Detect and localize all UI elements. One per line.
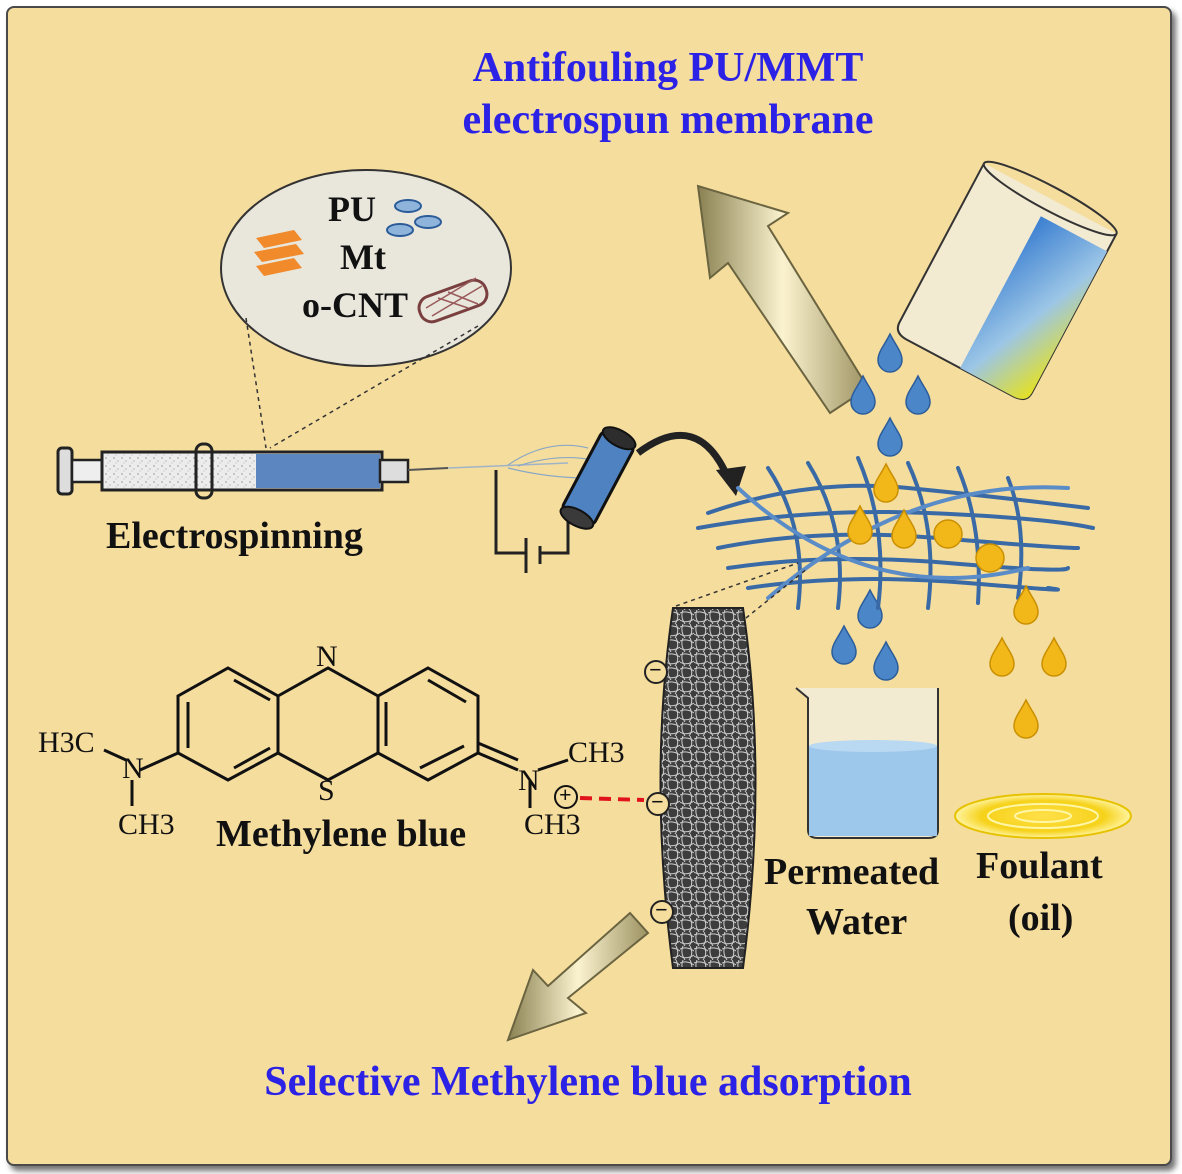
positive-charge <box>554 785 578 809</box>
figure-frame: Antifouling PU/MMT electrospun membrane … <box>6 6 1172 1166</box>
atom-n-left: N <box>122 752 144 785</box>
ionic-interaction-line <box>579 796 645 802</box>
atom-n-top: N <box>316 640 338 673</box>
atom-n-right: N <box>518 764 540 797</box>
oil-drops-falling <box>989 585 1067 739</box>
inset-label-mt: Mt <box>340 237 386 277</box>
illustration <box>56 160 1132 1042</box>
pouring-beaker-icon <box>896 160 1118 401</box>
permeated-label-2: Water <box>806 901 908 943</box>
up-arrow-icon <box>696 184 870 415</box>
power-supply-circuit <box>494 470 570 573</box>
methylene-blue-structure <box>103 666 569 808</box>
title-line-1: Antifouling PU/MMT <box>472 45 864 91</box>
nanotube-icon <box>417 277 489 324</box>
atom-s: S <box>318 774 335 807</box>
clay-layers-icon <box>254 230 304 276</box>
negative-charge-sign-2: − <box>651 789 664 814</box>
membrane-cross-section <box>659 562 809 969</box>
bottom-title: Selective Methylene blue adsorption <box>264 1059 912 1105</box>
group-ch3-right-top: CH3 <box>568 736 625 769</box>
positive-charge-sign: + <box>559 782 572 807</box>
collector-icon <box>559 426 746 530</box>
down-arrow-icon <box>506 911 650 1042</box>
oil-drops-on-membrane <box>847 463 1005 573</box>
inset-label-pu: PU <box>328 189 376 229</box>
electrospinning-label: Electrospinning <box>106 515 363 557</box>
negative-charge-sign-1: − <box>649 657 662 682</box>
negative-charge-sign-3: − <box>655 897 668 922</box>
material-inset <box>220 169 512 449</box>
fiber-membrane-icon <box>696 456 1095 610</box>
methylene-blue-label: Methylene blue <box>216 813 467 855</box>
oil-puddle-icon <box>954 793 1132 839</box>
permeated-label-1: Permeated <box>764 851 940 893</box>
foulant-label-1: Foulant <box>976 845 1103 887</box>
title-line-2: electrospun membrane <box>462 97 874 143</box>
foulant-label-2: (oil) <box>1008 897 1074 939</box>
inset-label-ocnt: o-CNT <box>302 285 408 325</box>
negative-charges <box>644 660 674 924</box>
group-h3c: H3C <box>38 726 95 759</box>
water-beaker-icon <box>795 687 939 839</box>
syringe-icon <box>56 442 594 500</box>
group-ch3-left: CH3 <box>118 808 175 841</box>
group-ch3-right-bottom: CH3 <box>524 808 581 841</box>
